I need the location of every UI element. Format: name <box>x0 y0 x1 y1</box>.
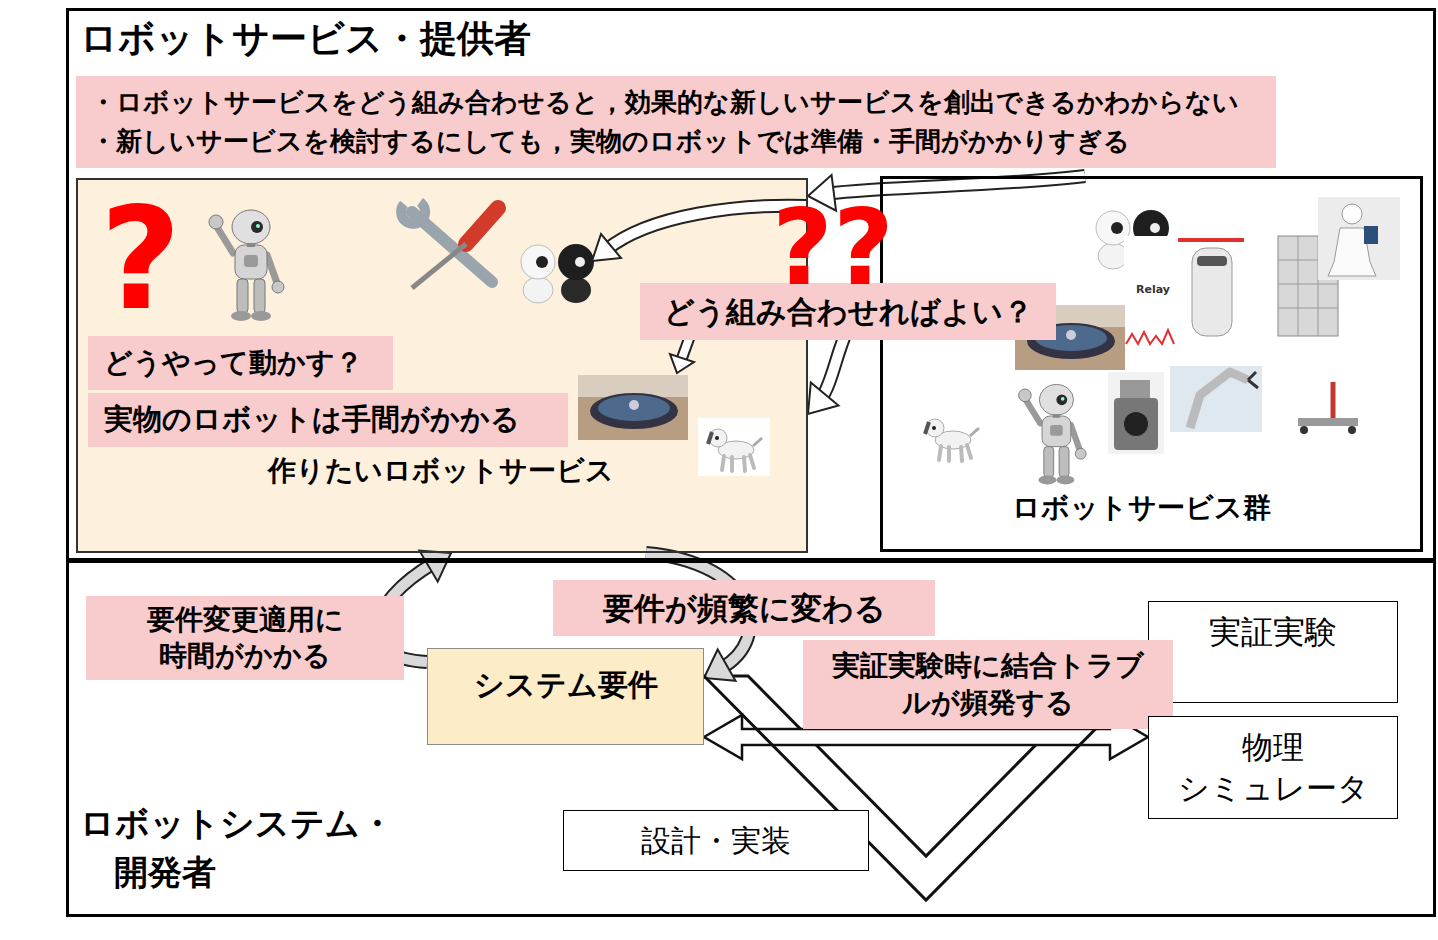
note-text: ・ロボットサービスをどう組み合わせると，効果的な新しいサービスを創出できるかわか… <box>90 83 1239 122</box>
note-text: 設計・実装 <box>641 821 791 860</box>
camera-photo <box>1124 412 1148 436</box>
tool-icon <box>412 244 466 288</box>
cart-photo <box>1331 382 1336 420</box>
cart-photo <box>1298 382 1358 434</box>
robot-arm-photo <box>1170 366 1262 432</box>
social-robot-illustration <box>521 244 594 303</box>
region-box: ロボットサービス・提供者・ロボットサービスをどう組み合わせると，効果的な新しいサ… <box>66 8 1436 561</box>
robot-arm-photo <box>1170 366 1262 432</box>
tool-icon <box>401 202 498 288</box>
note-text: 要件が頻繁に変わる <box>603 588 886 628</box>
photo-caption: Relay <box>1136 284 1170 295</box>
note-text: 実物のロボットは手間がかかる <box>104 401 520 439</box>
region-heading: ロボットシステム・ 開発者 <box>80 799 440 898</box>
tool-icon <box>466 208 498 244</box>
camera-photo <box>1120 380 1150 398</box>
note-box: 設計・実装 <box>563 810 869 871</box>
robot-illustration <box>1019 385 1087 485</box>
cart-photo <box>1348 426 1356 434</box>
humanoid-photo <box>1318 197 1400 280</box>
region-heading: ロボットサービス・提供者 <box>80 17 531 61</box>
arrow-head <box>419 551 451 582</box>
note-box: 要件が頻繁に変わる <box>553 580 935 636</box>
dog-robot-photo <box>915 408 987 466</box>
region-heading: 作りたいロボットサービス <box>268 454 614 488</box>
robot-arm-photo <box>1248 372 1258 388</box>
delivery-robot-photo <box>1192 248 1232 336</box>
note-box: 実物のロボットは手間がかかる <box>88 393 568 447</box>
cart-photo <box>1298 418 1358 426</box>
note-box: 実証実験 <box>1148 601 1398 703</box>
note-text: システム要件 <box>474 665 658 704</box>
label-anchor: ? <box>100 190 181 330</box>
cart-photo <box>1300 426 1308 434</box>
delivery-robot-photo <box>1126 330 1174 344</box>
region-heading: ロボットサービス群 <box>1012 491 1271 525</box>
region-box: 作りたいロボットサービス どうやって動かす？ 実物のロボットは手間がかかる <box>76 178 808 553</box>
humanoid-photo <box>1364 226 1378 244</box>
humanoid-photo <box>1318 197 1400 280</box>
robot-illustration <box>209 210 284 321</box>
note-box: 要件変更適用に 時間がかかる <box>86 596 404 680</box>
arrow-head <box>808 383 838 414</box>
arrow-head <box>704 649 736 680</box>
note-text: 要件変更適用に 時間がかかる <box>141 602 348 675</box>
robot-arm-photo <box>1190 372 1248 428</box>
note-text: ・新しいサービスを検討するにしても，実物のロボットでは準備・手間がかかりすぎる <box>90 122 1130 161</box>
note-box: ・ロボットサービスをどう組み合わせると，効果的な新しいサービスを創出できるかわか… <box>76 76 1276 168</box>
tool-icon <box>401 202 425 224</box>
note-text: 実証実験 <box>1209 612 1337 654</box>
delivery-robot-photo <box>1124 236 1246 346</box>
note-box: システム要件 <box>427 648 704 745</box>
camera-photo <box>1108 372 1164 454</box>
note-text: どうやって動かす？ <box>104 345 363 381</box>
humanoid-photo <box>1342 204 1362 224</box>
note-text: 実証実験時に結合トラブ ルが頻発する <box>826 648 1151 721</box>
service-area-fill <box>78 180 806 551</box>
region-box: ロボットサービス群 <box>880 176 1423 552</box>
question-mark: ?? <box>772 196 894 301</box>
camera-photo <box>1108 372 1164 454</box>
delivery-robot-photo <box>1178 238 1244 242</box>
label-anchor: Relay <box>1136 284 1170 295</box>
delivery-robot-photo <box>1124 236 1246 346</box>
region-box: ロボットシステム・ 開発者 要件変更適用に 時間がかかる 要件が頻繁に変わるシステム… <box>66 560 1436 917</box>
delivery-robot-photo <box>1197 256 1227 266</box>
camera-photo <box>1114 398 1158 450</box>
note-text: 物理 シミュレータ <box>1171 727 1376 808</box>
dog-robot-photo <box>698 418 770 476</box>
choice-arrow <box>670 354 694 373</box>
cleaner-robot-photo <box>578 375 688 440</box>
label-anchor: ?? <box>772 196 894 301</box>
question-mark: ? <box>100 190 181 330</box>
note-box: 実証実験時に結合トラブ ルが頻発する <box>803 640 1173 729</box>
note-box: 物理 シミュレータ <box>1148 716 1398 819</box>
note-box: どうやって動かす？ <box>88 336 393 390</box>
choice-arrow <box>592 234 621 261</box>
